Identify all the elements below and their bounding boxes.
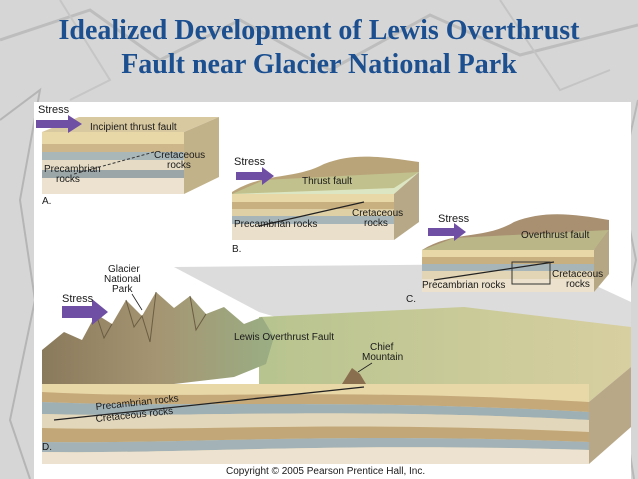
park-label-2: National [104, 274, 141, 285]
precambrian-label-a-1: Precambrian [44, 164, 101, 175]
stress-arrow-b [236, 167, 274, 185]
panel-c-side [594, 230, 609, 292]
cretaceous-label-a-2: rocks [167, 160, 191, 171]
panel-d-mountains [42, 292, 274, 384]
panel-a-top [42, 117, 219, 132]
panel-a-letter: A. [42, 196, 51, 207]
copyright-notice: Copyright © 2005 Pearson Prentice Hall, … [226, 466, 425, 477]
stress-label-b: Stress [234, 156, 266, 168]
incipient-fault-line [73, 151, 155, 175]
fault-development-diagram: Stress Incipient thrust fault Cretaceous… [36, 104, 631, 477]
title-line-2: Fault near Glacier National Park [121, 49, 517, 80]
stress-label-c: Stress [438, 213, 470, 225]
cretaceous-label-b-2: rocks [364, 218, 388, 229]
cretaceous-label-a-1: Cretaceous [154, 150, 205, 161]
panel-b: Stress Thrust fault Precambrian rocks Cr… [232, 156, 419, 255]
chief-mountain-label-2: Mountain [362, 352, 403, 363]
panel-c: Stress Overthrust fault Precambrian rock… [406, 213, 609, 305]
title-line-1: Idealized Development of Lewis Overthrus… [58, 15, 580, 46]
cretaceous-label-c-1: Cretaceous [552, 269, 603, 280]
precambrian-label-b: Precambrian rocks [234, 219, 317, 230]
fault-label-a: Incipient thrust fault [90, 122, 177, 133]
panel-b-side [394, 172, 419, 240]
chief-mountain [342, 368, 366, 384]
park-label-3: Park [112, 284, 134, 295]
thrust-fault-line-b [258, 201, 365, 227]
fault-label-b: Thrust fault [302, 176, 352, 187]
cretaceous-label-c-2: rocks [566, 279, 590, 290]
chief-mountain-label-1: Chief [370, 342, 394, 353]
overthrust-fault-line-c [433, 261, 555, 281]
panel-c-letter: C. [406, 294, 416, 305]
stress-arrow-a [36, 115, 82, 133]
stress-label-a: Stress [38, 104, 70, 116]
precambrian-label-a-2: rocks [56, 174, 80, 185]
slide-title: Idealized Development of Lewis Overthrus… [0, 14, 638, 82]
stress-label-d: Stress [62, 293, 94, 305]
lewis-overthrust-fault-line [53, 386, 365, 421]
zoom-box [511, 261, 551, 285]
fault-label-c: Overthrust fault [521, 230, 590, 241]
panel-d: Stress Glacier National Park Lewis Overt… [42, 264, 631, 464]
stress-arrow-d [62, 299, 108, 325]
precambrian-label-c: Precambrian rocks [422, 280, 505, 291]
panel-d-letter: D. [42, 442, 52, 453]
cretaceous-label-b-1: Cretaceous [352, 208, 403, 219]
panel-b-letter: B. [232, 244, 241, 255]
park-label-1: Glacier [108, 264, 140, 275]
stress-arrow-c [428, 223, 466, 241]
panel-d-side [589, 367, 631, 464]
lewis-fault-label: Lewis Overthrust Fault [234, 332, 334, 343]
panel-a-side [184, 117, 219, 194]
panel-a: Stress Incipient thrust fault Cretaceous… [36, 104, 219, 207]
